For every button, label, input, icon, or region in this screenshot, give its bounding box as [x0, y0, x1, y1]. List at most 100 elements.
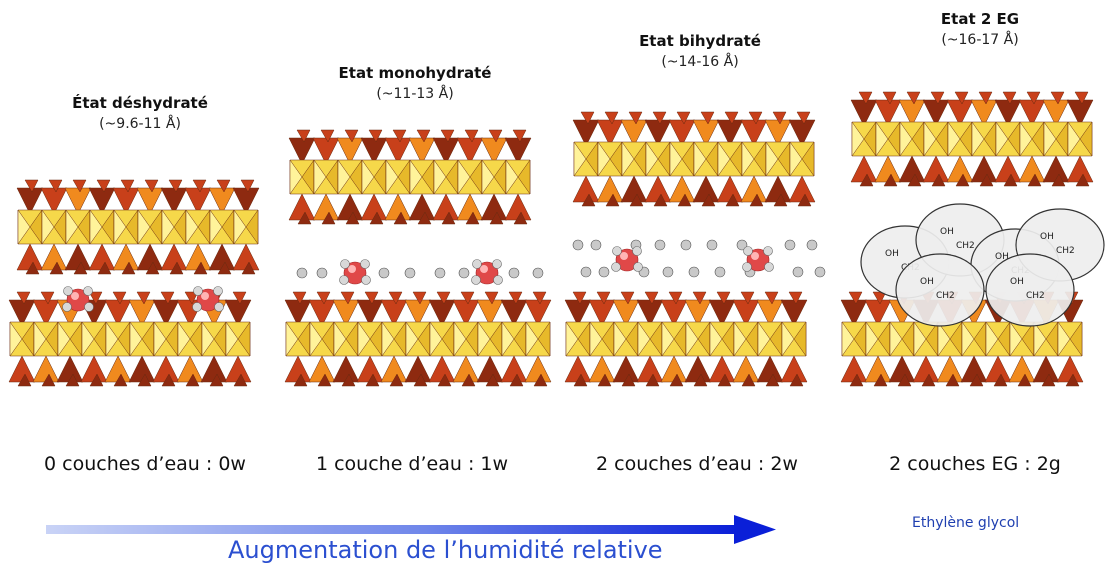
- tetrahedron: [416, 129, 431, 143]
- tetrahedron: [907, 173, 922, 187]
- octahedron: [851, 121, 865, 157]
- tetrahedron: [701, 193, 716, 207]
- octahedron: [709, 321, 723, 357]
- tetrahedron: [954, 91, 969, 105]
- tetrahedron: [161, 373, 176, 387]
- tetrahedron: [740, 291, 755, 305]
- caption-2w: 2 couches d’eau : 2w: [596, 453, 798, 475]
- octahedron: [1057, 321, 1071, 357]
- hydrogen-atom: [83, 286, 93, 296]
- tetrahedron: [749, 193, 764, 207]
- hydrogen-atom: [784, 239, 796, 251]
- tetrahedron: [921, 373, 936, 387]
- clay-layer-bottom: [564, 291, 808, 387]
- tetrahedron: [668, 291, 683, 305]
- water-molecule: [339, 259, 371, 285]
- caption-1w: 1 couche d’eau : 1w: [315, 453, 509, 475]
- state-spacing-bihydrated: (~14-16 Å): [661, 54, 739, 70]
- tetrahedron: [88, 291, 103, 305]
- tetrahedron: [41, 373, 56, 387]
- hydrogen-atom: [434, 267, 446, 279]
- hydrogen-atom: [764, 262, 774, 272]
- tetrahedron: [945, 373, 960, 387]
- tetrahedron: [979, 173, 994, 187]
- atom-highlight: [348, 265, 356, 273]
- tetrahedron: [24, 179, 39, 193]
- octahedron: [1067, 121, 1081, 157]
- tetrahedron: [848, 291, 863, 305]
- hydrogen-atom: [492, 259, 502, 269]
- octahedron: [947, 121, 961, 157]
- hydrogen-atom: [714, 266, 726, 278]
- tetrahedron: [97, 261, 112, 275]
- hydrogen-atom: [806, 239, 818, 251]
- octahedron: [961, 321, 975, 357]
- tetrahedron: [573, 373, 588, 387]
- hydrogen-atom: [580, 266, 592, 278]
- octahedron: [501, 321, 515, 357]
- eg-ch2-label: CH2: [956, 241, 975, 251]
- octahedron: [781, 321, 795, 357]
- tetrahedron: [572, 291, 587, 305]
- tetrahedron: [344, 129, 359, 143]
- octahedron: [289, 159, 303, 195]
- tetrahedron: [1027, 173, 1042, 187]
- octahedron: [65, 209, 79, 245]
- eg-oh-label: OH: [1040, 232, 1054, 242]
- water-molecule: [742, 246, 774, 272]
- octahedron: [113, 209, 127, 245]
- octahedron: [1079, 121, 1093, 157]
- octahedron: [505, 159, 519, 195]
- tetrahedron: [89, 373, 104, 387]
- hydrogen-atom: [213, 286, 223, 296]
- atom-highlight: [71, 292, 79, 300]
- octahedron: [693, 141, 707, 177]
- tetrahedron: [65, 373, 80, 387]
- tetrahedron: [113, 373, 128, 387]
- octahedron: [1019, 121, 1033, 157]
- eg-ch2-label: CH2: [1056, 246, 1075, 256]
- tetrahedron: [724, 111, 739, 125]
- tetrahedron: [369, 211, 384, 225]
- tetrahedron: [17, 373, 32, 387]
- tetrahedron: [488, 129, 503, 143]
- octahedron: [237, 321, 251, 357]
- tetrahedron: [233, 373, 248, 387]
- tetrahedron: [345, 211, 360, 225]
- tetrahedron: [700, 111, 715, 125]
- atom-highlight: [620, 252, 628, 260]
- tetrahedron: [460, 291, 475, 305]
- tetrahedron: [392, 129, 407, 143]
- octahedron: [41, 209, 55, 245]
- tetrahedron: [580, 111, 595, 125]
- eg-oh-label: OH: [885, 249, 899, 259]
- octahedron: [361, 159, 375, 195]
- tetrahedron: [796, 111, 811, 125]
- octahedron: [637, 321, 651, 357]
- tetrahedron: [652, 111, 667, 125]
- tetrahedron: [436, 291, 451, 305]
- state-title-eg: Etat 2 EG: [940, 10, 1020, 28]
- hydrogen-atom: [361, 275, 371, 285]
- tetrahedron: [883, 173, 898, 187]
- tetrahedron: [676, 111, 691, 125]
- tetrahedron: [993, 373, 1008, 387]
- tetrahedron: [217, 261, 232, 275]
- octahedron: [537, 321, 551, 357]
- tetrahedron: [292, 291, 307, 305]
- tetrahedron: [136, 291, 151, 305]
- tetrahedron: [1017, 373, 1032, 387]
- atom-highlight: [480, 265, 488, 273]
- hydrogen-atom: [598, 266, 610, 278]
- octahedron: [405, 321, 419, 357]
- octahedron: [285, 321, 299, 357]
- hydrogen-atom: [792, 266, 804, 278]
- tetrahedron: [692, 291, 707, 305]
- octahedron: [309, 321, 323, 357]
- tetrahedron: [388, 291, 403, 305]
- tetrahedron: [484, 291, 499, 305]
- octahedron: [233, 209, 247, 245]
- octahedron: [409, 159, 423, 195]
- tetrahedron: [859, 173, 874, 187]
